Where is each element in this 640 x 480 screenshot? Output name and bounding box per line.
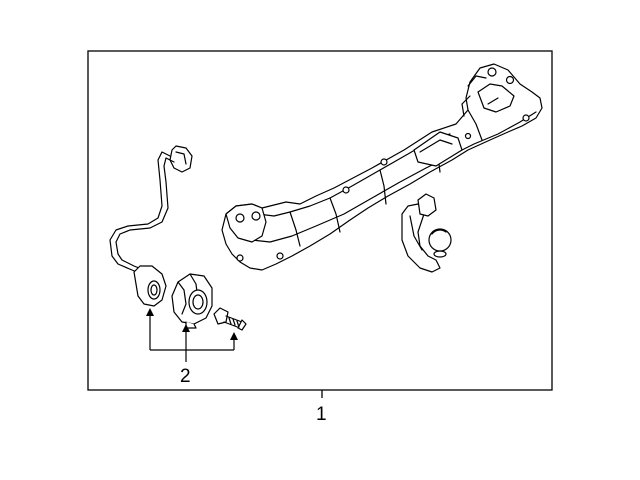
callout-2-arrowheads (146, 308, 238, 340)
callout-2-bracket (149, 314, 235, 362)
callout-2-label: 2 (180, 366, 191, 387)
callout-1-label: 1 (316, 404, 327, 425)
socket-housing (171, 273, 213, 329)
mounting-bolt (213, 307, 247, 331)
wiring-harness (109, 145, 193, 307)
hitch-assembly (221, 63, 543, 273)
